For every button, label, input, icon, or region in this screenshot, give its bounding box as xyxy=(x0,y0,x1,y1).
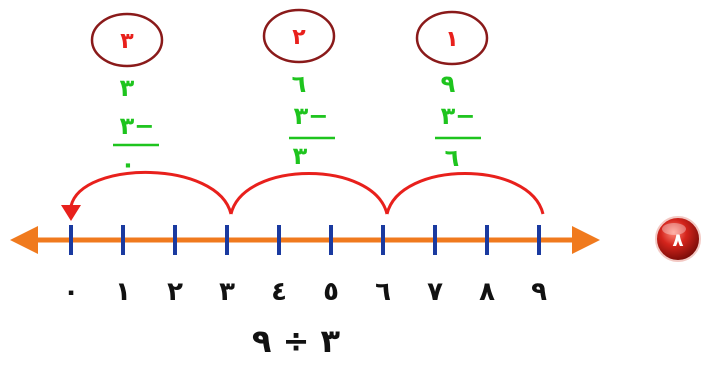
step-3-minuend: ٣ xyxy=(120,74,135,102)
step-3-subtrahend: ٣− xyxy=(120,112,155,140)
number-line-right-arrow xyxy=(572,226,600,254)
tick-label: ٤ xyxy=(271,277,287,307)
step-2-minuend: ٦ xyxy=(292,70,307,98)
tick-label: ٧ xyxy=(427,277,443,307)
number-line-ticks xyxy=(69,225,541,255)
step-2-result: ٣ xyxy=(293,142,308,170)
step-2-circle xyxy=(262,8,336,64)
jump-arrowhead xyxy=(61,205,81,221)
step-3-number: ٣ xyxy=(120,29,134,54)
tick-label: ٨ xyxy=(479,277,495,307)
tick-label: ٣ xyxy=(219,277,235,307)
step-2-group: ٢ ٦ ٣− ٣ xyxy=(262,8,336,170)
step-1-result: ٦ xyxy=(445,144,460,172)
jump-arc-3-to-0 xyxy=(69,171,233,215)
step-1-subtrahend: ٣− xyxy=(441,102,476,130)
slide-number-badge[interactable]: ٨ xyxy=(655,216,701,262)
step-3-circle xyxy=(90,12,164,68)
step-2-subtrahend: ٣− xyxy=(294,102,329,130)
tick-label: ١ xyxy=(115,277,131,307)
step-1-minuend: ٩ xyxy=(441,70,456,98)
number-line-labels: ٠ ١ ٢ ٣ ٤ ٥ ٦ ٧ ٨ ٩ xyxy=(63,277,547,307)
step-1-number: ١ xyxy=(445,27,458,52)
slide-number-badge-label: ٨ xyxy=(673,230,684,251)
jump-arcs xyxy=(69,171,545,215)
number-line-left-arrow xyxy=(10,226,38,254)
jump-arc-9-to-6 xyxy=(385,172,545,215)
division-equation: ٣ ÷ ٩ xyxy=(252,322,341,360)
step-3-result: ٠ xyxy=(121,150,136,178)
step-1-group: ١ ٩ ٣− ٦ xyxy=(415,10,489,172)
jump-arc-6-to-3 xyxy=(229,172,389,215)
step-1-circle xyxy=(415,10,489,66)
tick-label: ٠ xyxy=(63,277,79,307)
step-2-number: ٢ xyxy=(292,25,306,50)
tick-label: ٩ xyxy=(531,277,547,307)
number-line: ٠ ١ ٢ ٣ ٤ ٥ ٦ ٧ ٨ ٩ xyxy=(10,225,600,307)
tick-label: ٥ xyxy=(323,277,339,307)
step-3-group: ٣ ٣ ٣− ٠ xyxy=(90,12,164,178)
tick-label: ٢ xyxy=(167,277,183,307)
tick-label: ٦ xyxy=(375,277,391,307)
